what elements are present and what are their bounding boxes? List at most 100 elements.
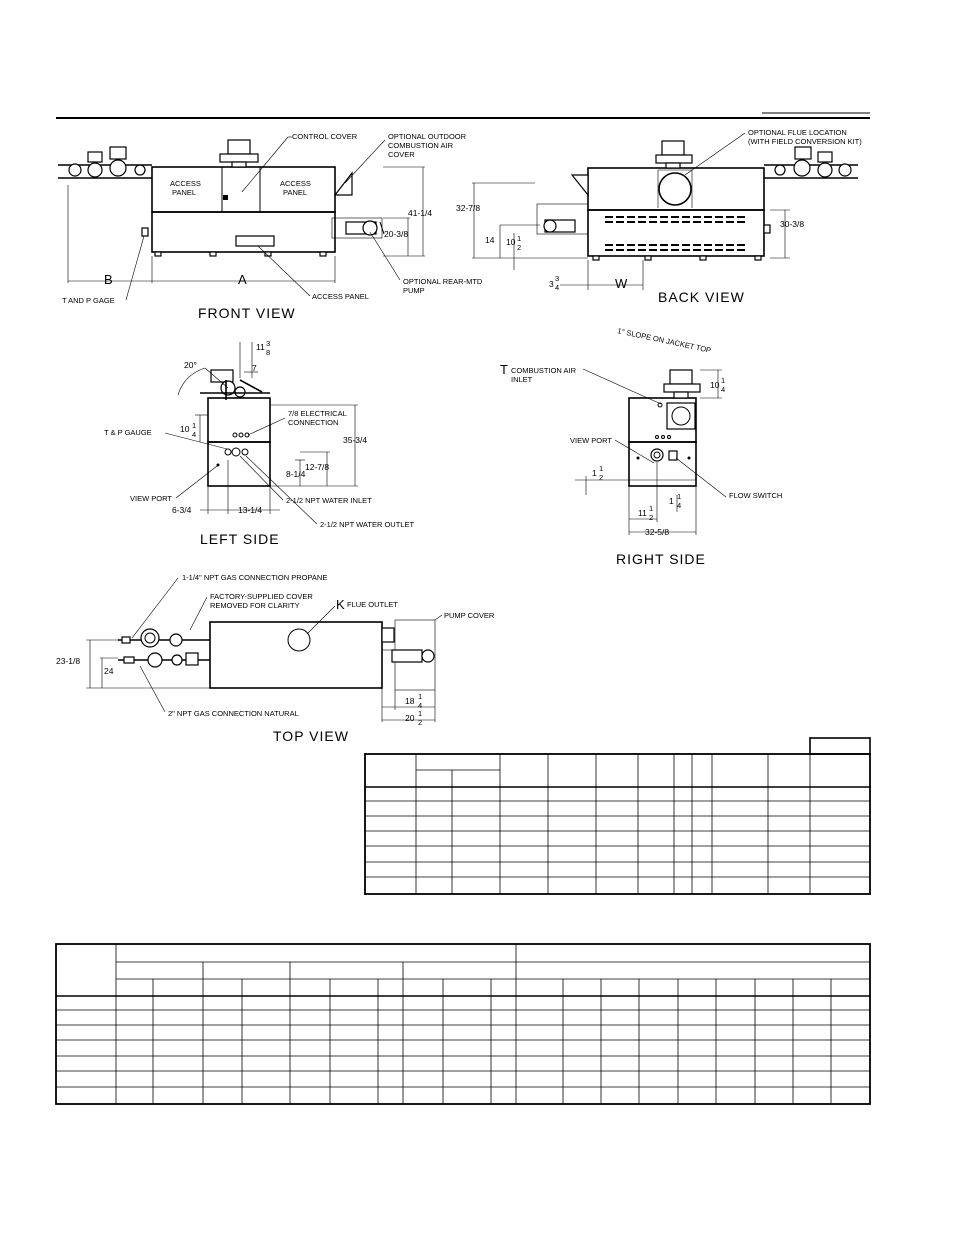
back-gas-train — [764, 146, 858, 179]
right-dim-1-quarter-num: 1 — [677, 492, 681, 501]
back-dim-32-7-8: 32-7/8 — [456, 203, 480, 213]
front-access-panel-right-1: ACCESS — [280, 179, 311, 188]
back-dim-10-half-num: 1 — [517, 234, 521, 243]
top-dim-20-1-2-num: 1 — [418, 709, 422, 718]
top-dim-23-1-8: 23-1/8 — [56, 656, 80, 666]
front-pump-label-2: PUMP — [403, 286, 425, 295]
top-dim-24: 24 — [104, 666, 114, 676]
left-dim-20-deg: 20° — [184, 360, 197, 370]
right-dim-10-1-4-num: 1 — [721, 376, 725, 385]
right-side-view: 1° SLOPE ON JACKET TOP T COMBUSTION AIR … — [500, 326, 782, 567]
left-dim-10-1-4-den: 4 — [192, 430, 196, 439]
front-view: ACCESS PANEL ACCESS PANEL CONTROL COVER … — [58, 132, 483, 321]
left-water-outlet-label: 2-1/2 NPT WATER OUTLET — [320, 520, 414, 529]
right-view-port-label: VIEW PORT — [570, 436, 612, 445]
right-dim-1-half-num: 1 — [599, 464, 603, 473]
front-access-panel-left-2: PANEL — [172, 188, 196, 197]
right-dim-11-half: 11 — [638, 508, 647, 518]
back-dim-3-3-4-den: 4 — [555, 283, 559, 292]
front-access-panel-bottom-label: ACCESS PANEL — [312, 292, 369, 301]
right-dim-1-half-den: 2 — [599, 473, 603, 482]
right-dim-10-1-4: 10 — [710, 380, 720, 390]
top-dim-18-1-4: 18 — [405, 696, 415, 706]
left-view-port-label: VIEW PORT — [130, 494, 172, 503]
right-combustion-air-label-2: INLET — [511, 375, 533, 384]
front-outdoor-cover-label-3: COVER — [388, 150, 415, 159]
left-dim-12-7-8: 12-7/8 — [305, 462, 329, 472]
right-letter-t: T — [500, 362, 508, 377]
top-dim-18-1-4-den: 4 — [418, 701, 422, 710]
left-cabinet-base — [207, 441, 271, 487]
performance-table-grid — [55, 943, 871, 1105]
left-dim-11-3-8-num: 3 — [266, 339, 270, 348]
right-slope-label: 1° SLOPE ON JACKET TOP — [617, 326, 712, 355]
back-dim-3-3-4-num: 3 — [555, 274, 559, 283]
right-dim-32-5-8: 32-5/8 — [645, 527, 669, 537]
left-dim-35-3-4: 35-3/4 — [343, 435, 367, 445]
top-flue-outlet-label: FLUE OUTLET — [347, 600, 398, 609]
back-cabinet-top — [587, 167, 765, 211]
top-view-title: TOP VIEW — [273, 728, 349, 744]
front-outdoor-cover-label-1: OPTIONAL OUTDOOR — [388, 132, 467, 141]
front-outdoor-cover-label-2: COMBUSTION AIR — [388, 141, 454, 150]
left-dim-13-1-4: 13-1/4 — [238, 505, 262, 515]
top-pump-cover-label: PUMP COVER — [444, 611, 495, 620]
top-view: 1-1/4" NPT GAS CONNECTION PROPANE FACTOR… — [56, 573, 495, 744]
top-gas-natural-label: 2" NPT GAS CONNECTION NATURAL — [168, 709, 299, 718]
back-dim-30-3-8: 30-3/8 — [780, 219, 804, 229]
back-dim-10-half: 10 — [506, 237, 516, 247]
front-dim-20-3-8: 20-3/8 — [384, 229, 408, 239]
right-cabinet-base — [628, 441, 697, 487]
back-dim-10-half-den: 2 — [517, 243, 521, 252]
back-dim-14: 14 — [485, 235, 495, 245]
left-dim-7: 7 — [252, 363, 257, 373]
right-flow-switch-label: FLOW SWITCH — [729, 491, 782, 500]
back-dim-w: W — [615, 276, 628, 291]
right-dim-11-half-den: 2 — [649, 513, 653, 522]
left-dim-8-1-4: 8-1/4 — [286, 469, 306, 479]
top-letter-k: K — [336, 597, 345, 612]
left-side-title: LEFT SIDE — [200, 531, 280, 547]
top-gas-trains — [118, 628, 210, 668]
back-dim-3-3-4: 3 — [549, 279, 554, 289]
front-tp-gage-label: T AND P GAGE — [62, 296, 115, 305]
back-flue-label-2: (WITH FIELD CONVERSION KIT) — [748, 137, 862, 146]
back-view-title: BACK VIEW — [658, 289, 745, 305]
front-control-cover-label: CONTROL COVER — [292, 132, 358, 141]
front-control-cover — [227, 139, 251, 155]
dimension-table-grid — [364, 737, 871, 895]
top-dim-18-1-4-num: 1 — [418, 692, 422, 701]
left-dim-11-3-8-den: 8 — [266, 348, 270, 357]
front-cabinet-base — [151, 211, 336, 253]
back-flue-label-1: OPTIONAL FLUE LOCATION — [748, 128, 847, 137]
top-gas-propane-label: 1-1/4" NPT GAS CONNECTION PROPANE — [182, 573, 327, 582]
front-pump-label-1: OPTIONAL REAR-MTD — [403, 277, 483, 286]
left-dim-10-1-4-num: 1 — [192, 421, 196, 430]
right-combustion-air-label-1: COMBUSTION AIR — [511, 366, 577, 375]
back-optional-flue — [658, 172, 692, 206]
left-dim-10-1-4: 10 — [180, 424, 190, 434]
top-dim-20-1-2-den: 2 — [418, 718, 422, 727]
front-dim-a: A — [238, 272, 247, 287]
back-view: OPTIONAL FLUE LOCATION (WITH FIELD CONVE… — [456, 128, 862, 305]
right-dim-11-half-num: 1 — [649, 504, 653, 513]
front-dim-41-1-4: 41-1/4 — [408, 208, 432, 218]
front-bottom-access-panel — [235, 235, 275, 247]
top-dim-20-1-2: 20 — [405, 713, 415, 723]
right-dim-1-quarter-den: 4 — [677, 501, 681, 510]
top-factory-cover-label-2: REMOVED FOR CLARITY — [210, 601, 300, 610]
left-side-view: 7/8 ELECTRICAL CONNECTION T & P GAUGE VI… — [104, 339, 414, 547]
left-electrical-label-2: CONNECTION — [288, 418, 338, 427]
left-dim-11-3-8: 11 — [256, 342, 265, 352]
top-factory-cover-label-1: FACTORY-SUPPLIED COVER — [210, 592, 313, 601]
front-access-panel-right-2: PANEL — [283, 188, 307, 197]
right-side-title: RIGHT SIDE — [616, 551, 706, 567]
left-dim-6-3-4: 6-3/4 — [172, 505, 192, 515]
left-water-inlet-label: 2-1/2 NPT WATER INLET — [286, 496, 372, 505]
top-flue-outlet — [287, 628, 311, 652]
right-dim-10-1-4-den: 4 — [721, 385, 725, 394]
left-electrical-label-1: 7/8 ELECTRICAL — [288, 409, 347, 418]
right-dim-1-half: 1 — [592, 468, 597, 478]
front-dim-b: B — [104, 272, 113, 287]
